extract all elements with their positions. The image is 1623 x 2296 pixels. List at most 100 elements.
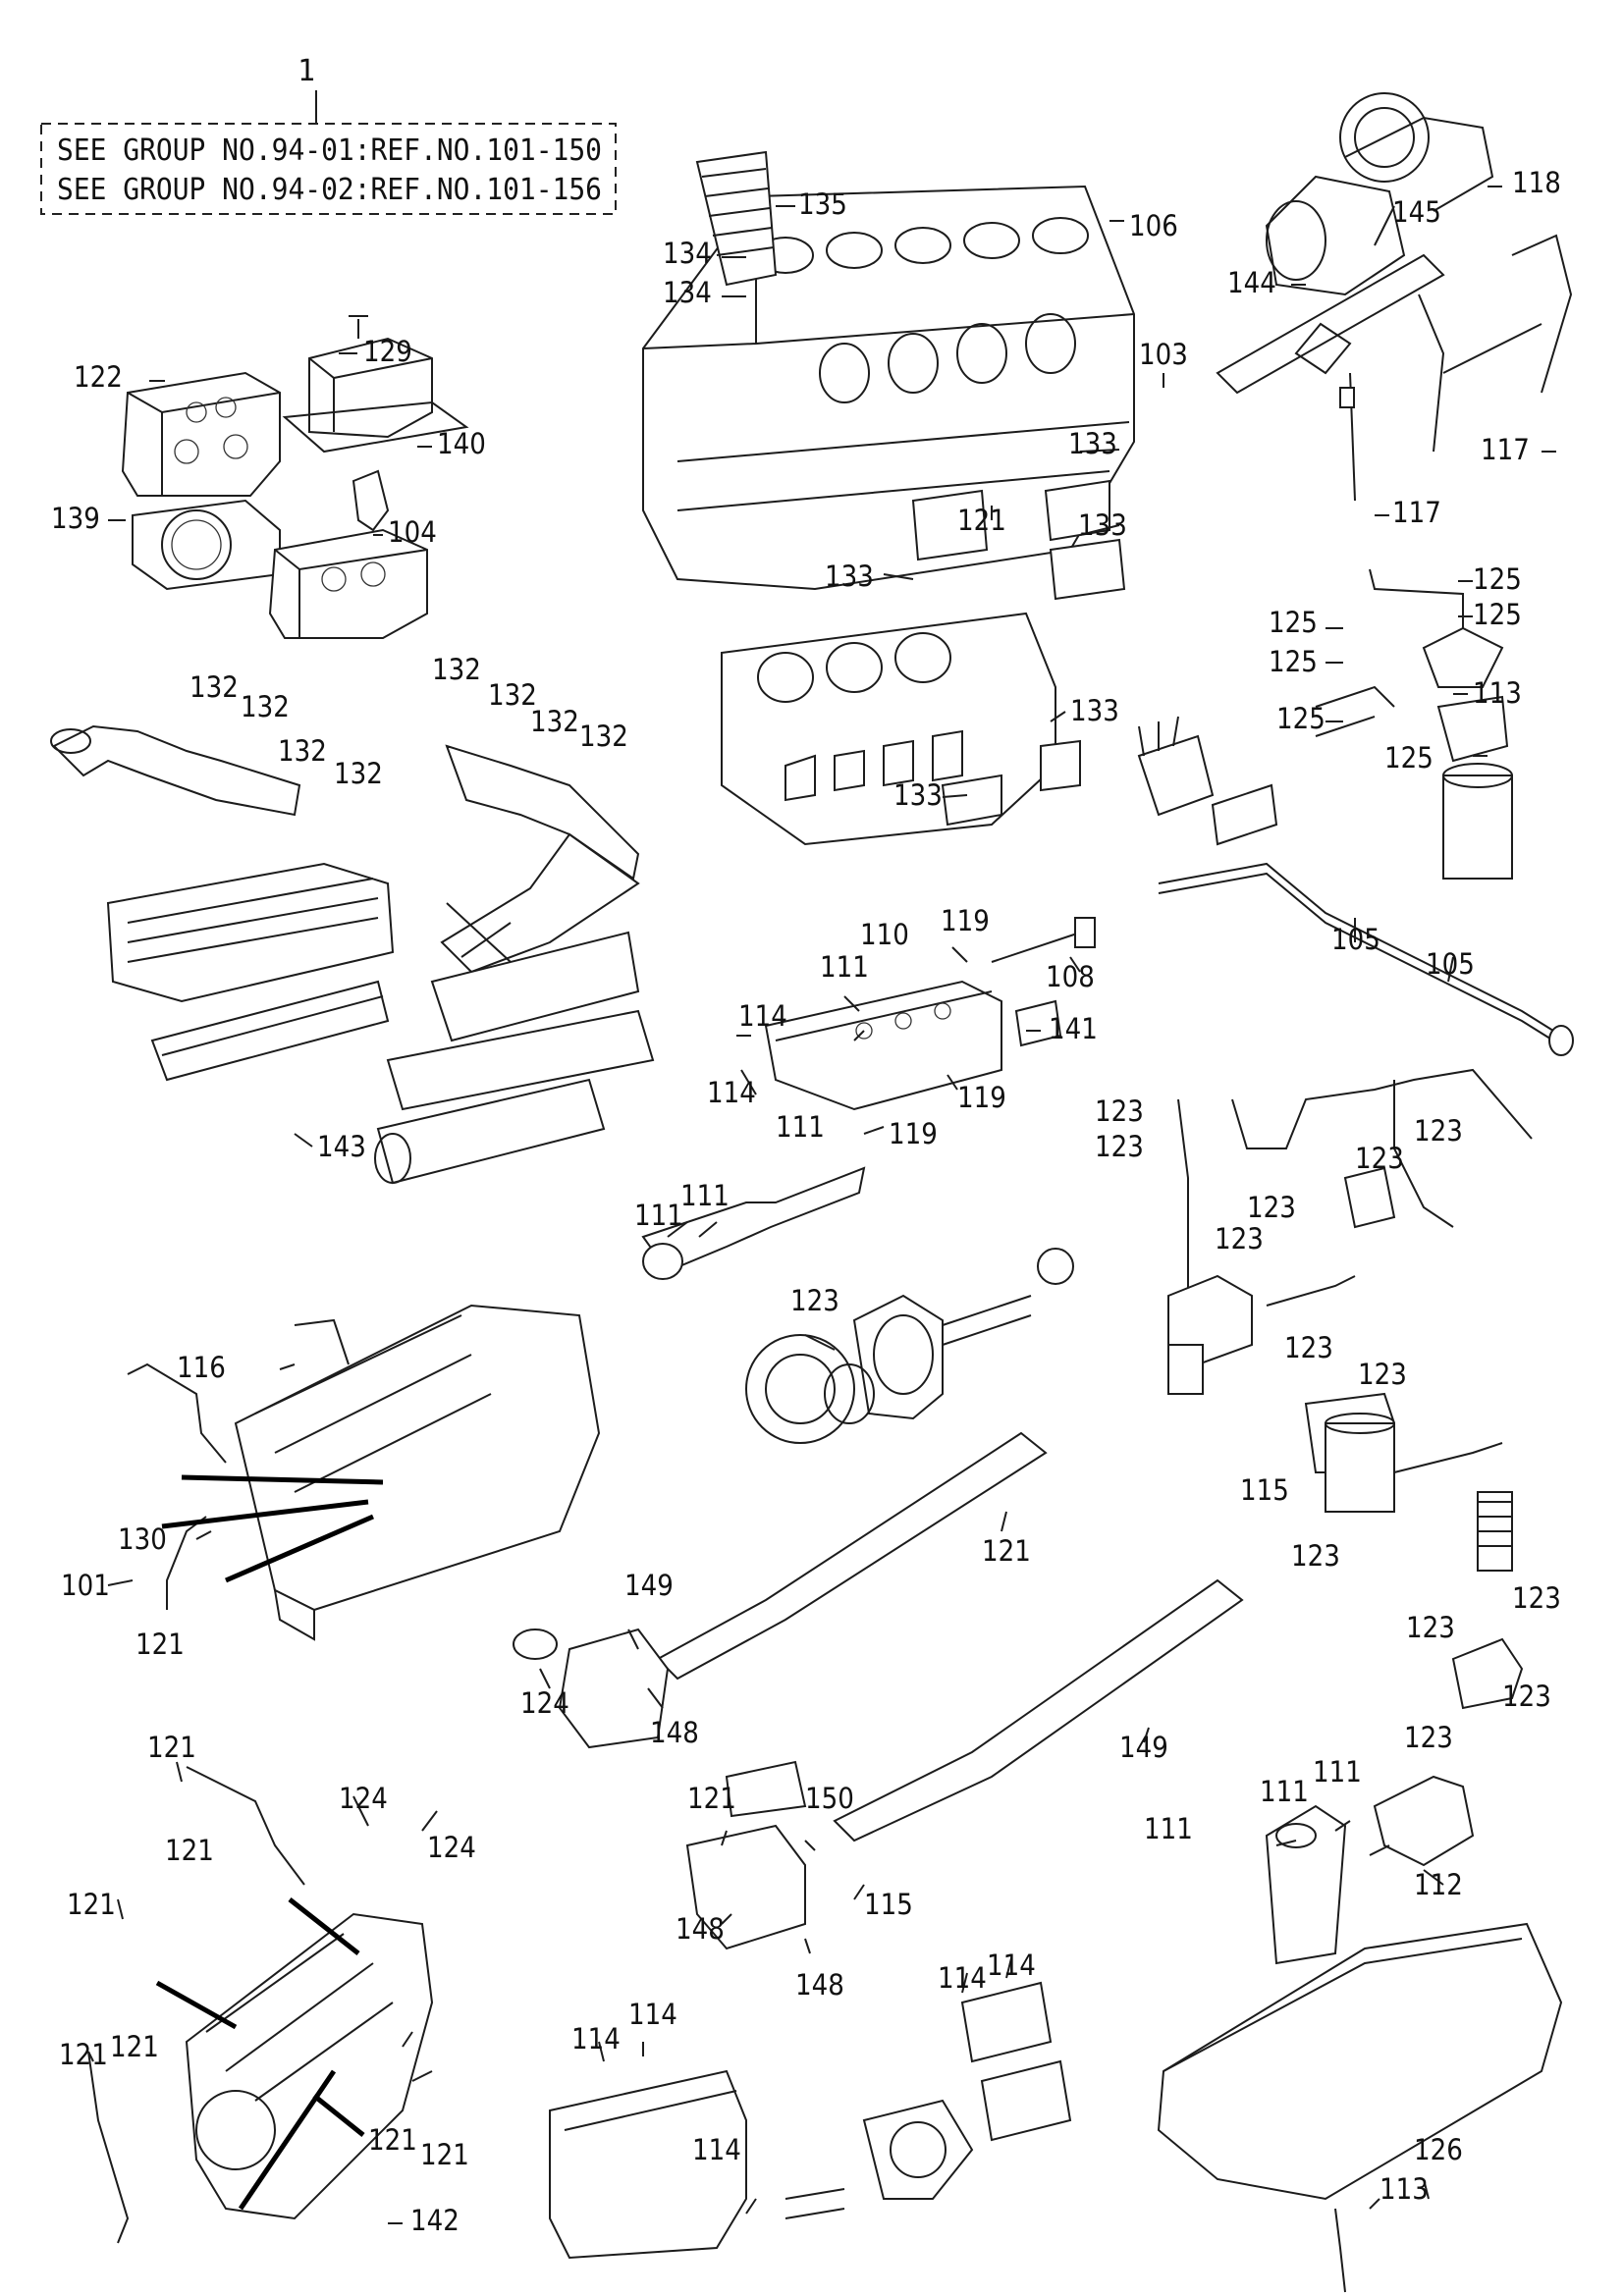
callout-132: 132 bbox=[241, 690, 290, 723]
header-ref-number: 1 bbox=[298, 54, 315, 88]
callout-123: 123 bbox=[1358, 1358, 1407, 1391]
rail-pipe-group bbox=[513, 1431, 1244, 1950]
callout-104: 104 bbox=[388, 515, 437, 549]
engine-assembly-1 bbox=[127, 1304, 601, 1641]
callout-114: 114 bbox=[571, 2022, 621, 2056]
callout-129: 129 bbox=[363, 335, 412, 368]
callout-112: 112 bbox=[1414, 1868, 1463, 1901]
callout-105: 105 bbox=[1331, 923, 1380, 956]
callout-111: 111 bbox=[1260, 1775, 1309, 1808]
callout-133: 133 bbox=[893, 778, 943, 812]
callout-123: 123 bbox=[1414, 1114, 1463, 1148]
turbocharger-group bbox=[1216, 92, 1573, 502]
callout-121: 121 bbox=[110, 2030, 159, 2063]
callout-110: 110 bbox=[860, 918, 909, 951]
callout-148: 124 bbox=[520, 1686, 569, 1720]
callout-123: 123 bbox=[1355, 1142, 1404, 1175]
callout-149: 149 bbox=[1119, 1731, 1168, 1764]
callout-121: 121 bbox=[420, 2138, 469, 2171]
callout-113: 113 bbox=[1473, 676, 1522, 710]
callout-121: 121 bbox=[135, 1628, 185, 1661]
callout-121: 121 bbox=[59, 2038, 108, 2071]
header-line-1: SEE GROUP NO.94-01:REF.NO.101-150 bbox=[57, 133, 602, 168]
oil-pan-group bbox=[1157, 1775, 1563, 2293]
callout-125: 125 bbox=[1473, 598, 1522, 631]
callout-124: 124 bbox=[339, 1782, 388, 1815]
callout-135: 135 bbox=[798, 187, 847, 221]
callout-123: 123 bbox=[1284, 1331, 1333, 1364]
callout-114: 114 bbox=[628, 1998, 677, 2031]
callout-125: 125 bbox=[1276, 702, 1325, 735]
callout-labels: 135 134 134 106 118 145 144 103 117 117 … bbox=[51, 166, 1561, 2237]
callout-121: 121 bbox=[165, 1834, 214, 1867]
callout-125: 125 bbox=[1384, 741, 1434, 774]
callout-123: 115 bbox=[1240, 1473, 1289, 1507]
callout-117: 117 bbox=[1481, 433, 1530, 466]
callout-121: 121 bbox=[687, 1782, 736, 1815]
callout-126: 126 bbox=[1414, 2133, 1463, 2166]
callout-119: 119 bbox=[889, 1117, 938, 1150]
callout-123: 123 bbox=[1502, 1680, 1551, 1713]
callout-132: 132 bbox=[530, 705, 579, 738]
callout-111: 111 bbox=[776, 1110, 825, 1144]
callout-142: 142 bbox=[410, 2204, 460, 2237]
header-line-2: SEE GROUP NO.94-02:REF.NO.101-156 bbox=[57, 173, 602, 207]
callout-130: 116 bbox=[177, 1351, 226, 1384]
callout-134: 134 bbox=[663, 237, 712, 270]
callout-103: 103 bbox=[1139, 338, 1188, 371]
coolant-pipe-group bbox=[549, 1981, 1072, 2260]
callout-133: 133 bbox=[1078, 508, 1127, 542]
callout-115: 115 bbox=[864, 1888, 913, 1921]
callout-140: 140 bbox=[437, 427, 486, 460]
callout-132: 132 bbox=[189, 670, 239, 704]
callout-113: 113 bbox=[1380, 2172, 1429, 2206]
oil-filter-group bbox=[1137, 568, 1574, 1056]
callout-116: 123 bbox=[790, 1284, 839, 1317]
callout-145: 145 bbox=[1392, 195, 1441, 229]
callout-101: 130 bbox=[118, 1522, 167, 1556]
callout-148: 148 bbox=[676, 1912, 725, 1946]
callout-123: 123 bbox=[1095, 1095, 1144, 1128]
callout-114: 114 bbox=[738, 999, 787, 1033]
callout-133: 133 bbox=[825, 560, 874, 593]
callout-143: 143 bbox=[317, 1130, 366, 1163]
callout-111: 111 bbox=[634, 1199, 683, 1232]
callout-134: 134 bbox=[663, 276, 712, 309]
callout-132: 132 bbox=[579, 720, 628, 753]
callout-121: 123 bbox=[1404, 1721, 1453, 1754]
callout-125: 125 bbox=[1269, 606, 1318, 639]
callout-leaders bbox=[87, 186, 1556, 2224]
callout-124: 149 bbox=[624, 1569, 674, 1602]
intake-pipe-group bbox=[50, 724, 655, 1185]
callout-121: 121 bbox=[67, 1888, 116, 1921]
callout-149: 121 bbox=[982, 1534, 1031, 1568]
callout-139: 139 bbox=[51, 502, 100, 535]
callout-123: 123 bbox=[1406, 1611, 1455, 1644]
callout-119: 119 bbox=[957, 1081, 1006, 1114]
callout-125: 125 bbox=[1473, 562, 1522, 596]
callout-111: 111 bbox=[680, 1179, 730, 1212]
callout-121: 121 bbox=[957, 504, 1006, 537]
callout-141: 141 bbox=[1049, 1012, 1098, 1045]
engine-assembly-2 bbox=[87, 1766, 434, 2244]
callout-124: 124 bbox=[427, 1831, 476, 1864]
callout-150: 150 bbox=[805, 1782, 854, 1815]
callout-121: 121 bbox=[368, 2123, 417, 2157]
cylinder-head-group bbox=[121, 315, 469, 639]
callout-123: 123 bbox=[1095, 1130, 1144, 1163]
fuel-lines-group bbox=[1167, 1068, 1533, 1710]
callout-148: 148 bbox=[795, 1968, 844, 2002]
callout-123: 123 bbox=[1247, 1191, 1296, 1224]
callout-119: 119 bbox=[941, 904, 990, 937]
callout-114: 114 bbox=[692, 2133, 741, 2166]
crankcase-group bbox=[642, 150, 1135, 601]
callout-123: 123 bbox=[1215, 1222, 1264, 1255]
callout-123: 123 bbox=[1291, 1539, 1340, 1573]
header-reference-box: 1 SEE GROUP NO.94-01:REF.NO.101-150 SEE … bbox=[40, 54, 617, 215]
water-pump-group bbox=[745, 1248, 1074, 1444]
callout-111: 111 bbox=[820, 950, 869, 984]
callout-118: 118 bbox=[1512, 166, 1561, 199]
callout-111: 111 bbox=[1313, 1755, 1362, 1789]
callout-125: 125 bbox=[1269, 645, 1318, 678]
callout-111: 111 bbox=[1144, 1812, 1193, 1845]
